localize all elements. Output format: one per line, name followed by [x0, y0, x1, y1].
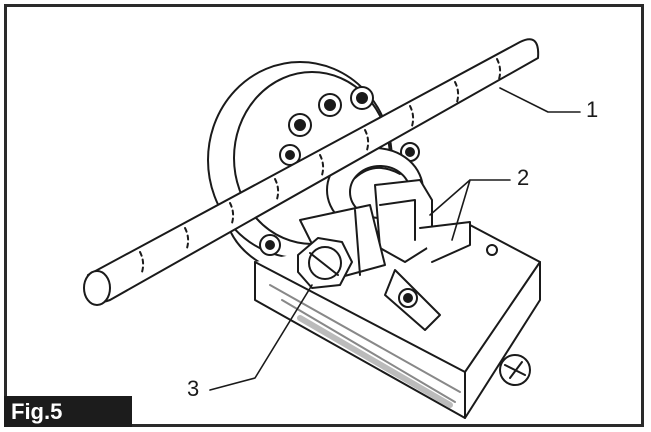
figure-caption: Fig.5: [4, 396, 132, 427]
disc-bolts: [259, 86, 420, 256]
leader-line-2: [429, 179, 511, 241]
leader-lines: [209, 87, 581, 391]
callout-label-3: 3: [187, 376, 200, 401]
leader-line-1: [499, 87, 581, 113]
hex-bolt: [297, 237, 353, 289]
clamp-jaw: [374, 179, 471, 331]
callout-label-1: 1: [586, 97, 599, 122]
rod: [83, 38, 540, 306]
callout-label-2: 2: [517, 165, 530, 190]
leader-line-3: [209, 284, 313, 391]
